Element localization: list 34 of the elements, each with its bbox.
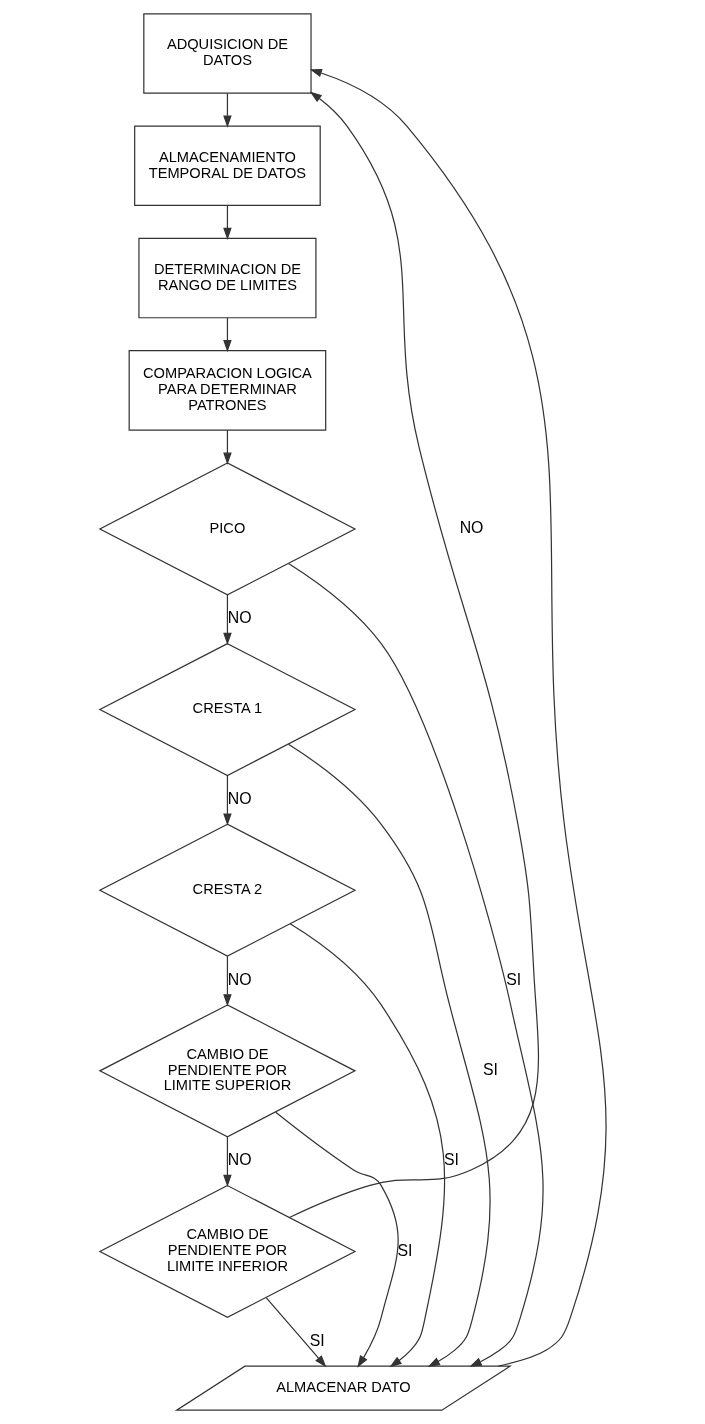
arrow [222, 429, 232, 465]
arrow [222, 1136, 232, 1187]
node-diamond: CRESTA 1 [98, 642, 356, 777]
node-diamond: CAMBIO DE PENDIENTE POR LIMITE SUPERIOR [98, 1004, 356, 1138]
node-box: DETERMINACION DE RANGO DE LIMITES [137, 237, 317, 319]
edge-label: NO [227, 790, 252, 808]
edge-label: SI [505, 970, 521, 988]
arrow [288, 91, 539, 1219]
arrow [309, 68, 606, 1367]
arrow [287, 562, 544, 1367]
edge-label: SI [397, 1241, 413, 1259]
arrow [274, 1111, 399, 1368]
node-diamond: CAMBIO DE PENDIENTE POR LIMITE INFERIOR [98, 1184, 356, 1319]
arrow [287, 743, 491, 1367]
arrow [222, 955, 232, 1007]
arrow [222, 594, 232, 646]
edge-label: SI [443, 1151, 459, 1169]
node-diamond: PICO [98, 462, 356, 596]
edge-label: NO [227, 609, 252, 627]
node-diamond: CRESTA 2 [98, 823, 356, 957]
edge-label: SI [482, 1060, 498, 1078]
edge-label: NO [227, 970, 252, 988]
arrow [222, 775, 232, 826]
edge-label: SI [309, 1331, 325, 1349]
node-box: ADQUISICION DE DATOS [142, 13, 312, 94]
arrow [265, 1297, 326, 1368]
edge-label: NO [227, 1151, 252, 1169]
edge-label: NO [459, 519, 483, 537]
arrow [222, 317, 232, 353]
arrow [222, 205, 232, 240]
arrow [289, 923, 445, 1368]
node-box: ALMACENAMIENTO TEMPORAL DE DATOS [133, 125, 321, 207]
node-box: COMPARACION LOGICA PARA DETERMINAR PATRONES [128, 350, 326, 431]
arrow [222, 92, 232, 128]
